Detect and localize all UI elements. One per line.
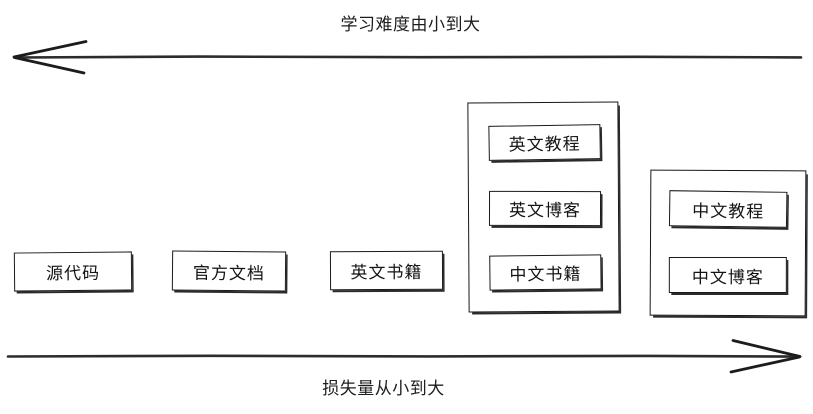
item-label: 中文博客 bbox=[691, 267, 764, 288]
top-axis-label: 学习难度由小到大 bbox=[340, 15, 481, 35]
arrow-left-icon bbox=[12, 40, 803, 75]
resource-item-1[interactable]: 源代码 bbox=[13, 251, 133, 292]
bottom-axis-label: 损失量从小到大 bbox=[322, 379, 445, 399]
group-chinese: 中文教程中文博客 bbox=[649, 169, 807, 317]
item-label: 源代码 bbox=[45, 263, 101, 285]
arrow-right-icon bbox=[6, 339, 802, 374]
resource-item-3[interactable]: 英文书籍 bbox=[329, 250, 444, 291]
item-label: 英文教程 bbox=[508, 134, 581, 156]
group-english-mixed-item-1[interactable]: 英文教程 bbox=[488, 124, 601, 161]
item-label: 英文博客 bbox=[508, 200, 582, 222]
resource-item-2[interactable]: 官方文档 bbox=[171, 250, 287, 292]
group-chinese-item-1[interactable]: 中文教程 bbox=[668, 190, 788, 228]
group-english-mixed-item-2[interactable]: 英文博客 bbox=[488, 190, 602, 227]
group-english-mixed-item-3[interactable]: 中文书籍 bbox=[489, 254, 602, 291]
item-label: 官方文档 bbox=[192, 263, 266, 284]
item-label: 英文书籍 bbox=[350, 262, 423, 284]
group-english-mixed: 英文教程英文博客中文书籍 bbox=[467, 101, 620, 313]
group-chinese-item-2[interactable]: 中文博客 bbox=[668, 256, 787, 294]
item-label: 中文教程 bbox=[692, 200, 765, 223]
item-label: 中文书籍 bbox=[509, 264, 582, 286]
